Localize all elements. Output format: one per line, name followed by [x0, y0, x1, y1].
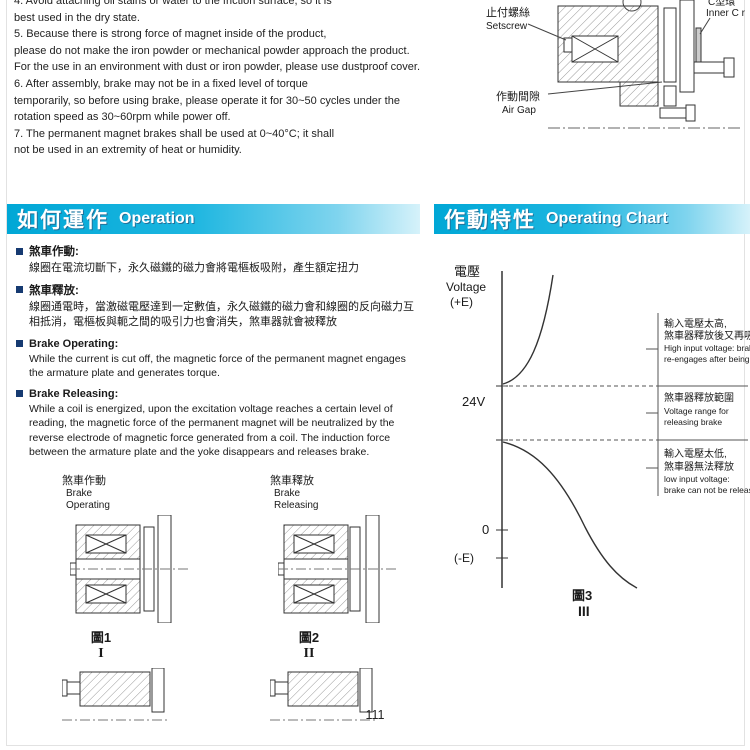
figure-number-zh: 圖1 [90, 630, 112, 645]
list-item-head: 煞車釋放: [16, 282, 422, 298]
item-title: Brake Operating: [29, 337, 119, 350]
figure-number-roman: I [98, 646, 104, 661]
setscrew-label-en: Setscrew [486, 21, 528, 32]
list-item-head: 煞車作動: [16, 243, 422, 259]
operating-chart: 電壓 Voltage (+E) 24V 0 (-E) 輸入電壓太高, 煞車器釋放… [440, 243, 750, 648]
figure-1: 煞車作動 Brake Operating 圖1 I [62, 472, 212, 728]
high-voltage-curve [502, 274, 554, 385]
annotation-low-zh2: 煞車器無法釋放 [664, 460, 734, 473]
figure-number-zh: 圖3 [572, 588, 592, 603]
figure-2: 煞車釋放 Brake Releasing 圖2 II [270, 472, 420, 728]
figures-row: 煞車作動 Brake Operating 圖1 I [62, 472, 420, 728]
y-axis-label-zh: 電壓 [454, 264, 480, 279]
annotation-low-en1: low input voltage: [664, 474, 730, 484]
brake-operating-diagram [70, 515, 188, 623]
section-title-en: Operation [119, 210, 195, 227]
flange-shape [679, 0, 695, 93]
figure-number-zh: 圖2 [298, 630, 320, 645]
section-header-operating-chart: 作動特性 Operating Chart [434, 204, 750, 234]
text-line: not be used in an extremity of heat or h… [14, 144, 242, 157]
page-number: 111 [365, 708, 385, 722]
item-body: While the current is cut off, the magnet… [29, 352, 406, 380]
text-line: For the use in an environment with dust … [14, 61, 421, 74]
text-line: 4. Avoid attaching oil stains or water t… [14, 0, 332, 7]
cring-label-zh: C型環 [708, 0, 735, 8]
list-item-head: Brake Operating: [16, 338, 422, 350]
figure-caption-zh: 煞車作動 [62, 475, 106, 487]
text-line: best used in the dry state. [14, 11, 140, 24]
annotation-range-en2: releasing brake [664, 417, 722, 427]
figure-number-roman: III [578, 603, 590, 619]
bullet-square-icon [16, 286, 23, 293]
operation-content: 煞車作動: 線圈在電流切斷下，永久磁鐵的磁力會將電樞板吸附，產生額定扭力 煞車釋… [16, 243, 422, 464]
figure-caption-zh: 煞車釋放 [270, 475, 314, 487]
text-line: rotation speed as 30~60rpm while power o… [14, 111, 231, 124]
annotation-high-en2: re-engages after being released [664, 354, 750, 364]
airgap-label-zh: 作動間隙 [496, 89, 540, 103]
setscrew-leader-line [527, 23, 567, 41]
figure-caption-en: Brake Operating [66, 488, 110, 511]
bolt-shape [693, 61, 725, 74]
precautions-text: 4. Avoid attaching oil stains or water t… [14, 0, 466, 159]
section-title-zh: 作動特性 [444, 209, 536, 232]
figure-label: 圖1 I [86, 627, 116, 662]
bullet-square-icon [16, 340, 23, 347]
text-line: 7. The permanent magnet brakes shall be … [14, 127, 335, 140]
figure-number-roman: II [303, 646, 315, 661]
airgap-label-en: Air Gap [502, 105, 536, 116]
figure-caption-en: Brake Releasing [274, 488, 319, 511]
item-title: 煞車釋放: [29, 284, 79, 297]
annotation-high-zh1: 輸入電壓太高, [664, 317, 727, 330]
brake-cross-section-diagram: 止付螺絲 Setscrew 作動間隙 Air Gap C型環 Inner C r [470, 0, 750, 198]
cring-leader-line [699, 17, 711, 35]
low-voltage-curve [502, 441, 638, 589]
cring-label-en: Inner C r [706, 8, 746, 19]
annotation-low-en2: brake can not be released [664, 485, 750, 495]
annotation-range-en1: Voltage range for [664, 406, 729, 416]
plus-e-label: (+E) [450, 295, 473, 309]
24v-label: 24V [462, 394, 485, 409]
setscrew-label-zh: 止付螺絲 [486, 5, 530, 19]
zero-label: 0 [482, 522, 489, 537]
bullet-square-icon [16, 390, 23, 397]
figure-label: 圖2 II [294, 627, 324, 662]
item-title: 煞車作動: [29, 246, 79, 258]
section-title-zh: 如何運作 [17, 209, 109, 232]
item-body: 線圈在電流切斷下，永久磁鐵的磁力會將電樞板吸附，產生額定扭力 [29, 262, 359, 274]
annotation-low-zh1: 輸入電壓太低, [664, 447, 727, 460]
item-title: Brake Releasing: [29, 387, 119, 400]
armature-plate-shape [663, 7, 677, 83]
airgap-leader-line [547, 81, 663, 95]
annotation-range-zh: 煞車器釋放範圍 [664, 391, 734, 404]
annotation-high-en1: High input voltage: brake [664, 343, 750, 353]
operating-chart-svg: 電壓 Voltage (+E) 24V 0 (-E) 輸入電壓太高, 煞車器釋放… [446, 264, 750, 619]
list-item-head: Brake Releasing: [16, 388, 422, 400]
item-body: 線圈通電時，當激磁電壓達到一定數值，永久磁鐵的磁力會和線圈的反向磁力互相抵消，電… [29, 300, 414, 329]
annotation-high-zh2: 煞車器釋放後又再吸引 [664, 329, 750, 342]
text-line: 5. Because there is strong force of magn… [14, 28, 327, 41]
text-line: please do not make the iron powder or me… [14, 44, 410, 57]
brake-cross-section-svg: 止付螺絲 Setscrew 作動間隙 Air Gap C型環 Inner C r [486, 0, 746, 129]
section-title-en: Operating Chart [546, 210, 668, 227]
section-header-operation: 如何運作 Operation [7, 204, 420, 234]
minus-e-label: (-E) [454, 551, 474, 565]
text-line: temporarily, so before using brake, plea… [14, 94, 400, 107]
bullet-square-icon [16, 247, 23, 255]
item-body: While a coil is energized, upon the exci… [29, 402, 395, 459]
brake-releasing-diagram [278, 515, 396, 623]
y-axis-label-en: Voltage [446, 280, 486, 294]
brake-side-view-diagram [270, 668, 378, 721]
brake-side-view-diagram [62, 668, 170, 721]
text-line: 6. After assembly, brake may not be in a… [14, 77, 308, 90]
